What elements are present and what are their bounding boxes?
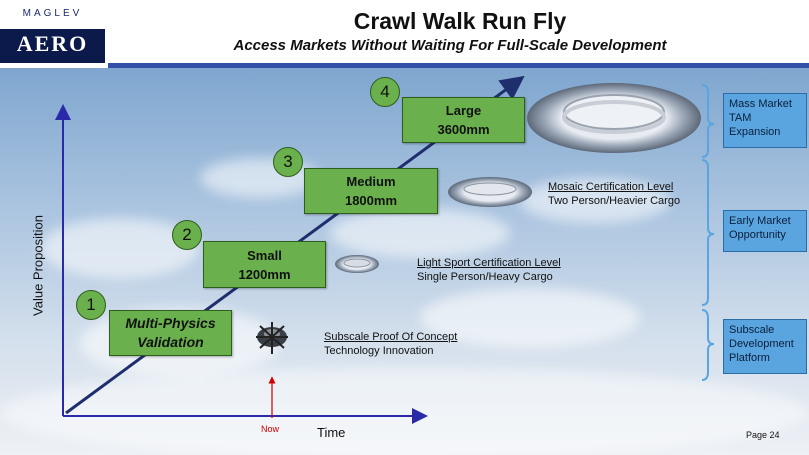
market-mass-line1: Mass Market xyxy=(729,98,792,110)
step-1-line2: Validation xyxy=(137,334,204,350)
header-divider xyxy=(108,63,809,68)
description-small: Light Sport Certification Level Single P… xyxy=(417,256,561,284)
step-number-2: 2 xyxy=(172,220,202,250)
step-box-4: Large 3600mm xyxy=(402,97,525,143)
step-number-3: 3 xyxy=(273,147,303,177)
description-medium-heading: Mosaic Certification Level xyxy=(548,181,674,193)
market-mass-line3: Expansion xyxy=(729,126,781,138)
market-subscale-line1: Subscale xyxy=(729,324,775,336)
step-box-3: Medium 1800mm xyxy=(304,168,438,214)
market-box-subscale: Subscale Development Platform xyxy=(723,319,807,374)
market-early-line2: Opportunity xyxy=(729,229,786,241)
step-2-line1: Small xyxy=(247,247,282,263)
header xyxy=(0,0,809,63)
logo-text-bottom: AERO xyxy=(16,31,89,56)
small-ring-icon xyxy=(335,255,379,273)
market-mass-line2: TAM xyxy=(729,112,752,124)
step-4-line1: Large xyxy=(445,103,482,118)
market-early-line1: Early Market xyxy=(729,215,791,227)
market-subscale-line3: Platform xyxy=(729,352,770,364)
market-box-mass: Mass Market TAM Expansion xyxy=(723,93,807,148)
logo-text-top: MAGLEV xyxy=(22,8,83,19)
market-box-early: Early Market Opportunity xyxy=(723,210,807,252)
step-number-1: 1 xyxy=(76,290,106,320)
now-label: Now xyxy=(261,424,280,434)
description-medium: Mosaic Certification Level Two Person/He… xyxy=(548,180,680,208)
description-subscale: Subscale Proof Of Concept Technology Inn… xyxy=(324,330,457,358)
description-small-detail: Single Person/Heavy Cargo xyxy=(417,271,553,283)
step-3-line1: Medium xyxy=(346,174,396,189)
description-subscale-heading: Subscale Proof Of Concept xyxy=(324,331,458,343)
description-small-heading: Light Sport Certification Level xyxy=(417,257,561,269)
logo: MAGLEV AERO xyxy=(0,0,105,63)
step-2-line2: 1200mm xyxy=(238,266,291,282)
description-subscale-detail: Technology Innovation xyxy=(324,345,434,357)
market-subscale-line2: Development xyxy=(729,338,794,350)
medium-ring-icon xyxy=(448,177,532,207)
y-axis-label: Value Proposition xyxy=(30,215,46,316)
drone-icon xyxy=(256,322,288,354)
slide-subtitle: Access Markets Without Waiting For Full-… xyxy=(233,37,667,54)
step-3-line2: 1800mm xyxy=(344,193,398,208)
step-box-1: Multi-Physics Validation xyxy=(109,310,232,356)
description-medium-detail: Two Person/Heavier Cargo xyxy=(548,195,681,207)
step-1-line1: Multi-Physics xyxy=(125,315,216,331)
step-box-2: Small 1200mm xyxy=(203,241,326,288)
market-brackets xyxy=(701,84,715,381)
x-axis-label: Time xyxy=(317,425,346,440)
logo-bar xyxy=(0,29,105,63)
large-ring-icon xyxy=(527,83,701,153)
page-number: Page 24 xyxy=(746,430,780,440)
step-number-4: 4 xyxy=(370,77,400,107)
step-4-line2: 3600mm xyxy=(437,122,490,137)
slide-title: Crawl Walk Run Fly xyxy=(353,8,567,34)
